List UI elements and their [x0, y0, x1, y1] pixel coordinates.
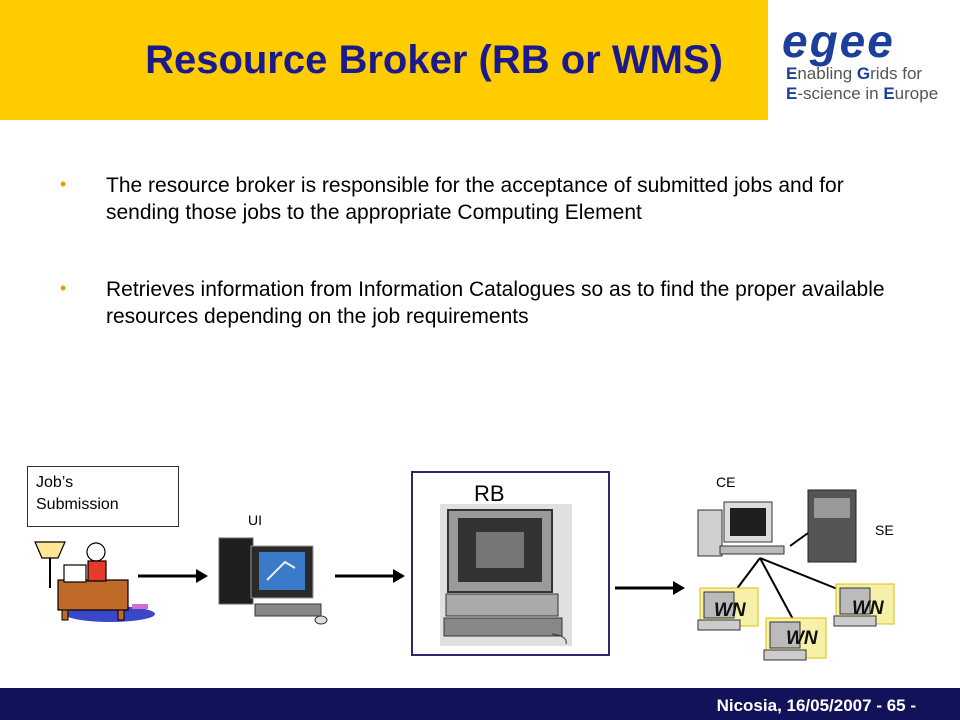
logo-word: egee	[782, 15, 895, 67]
bullet-list: • The resource broker is responsible for…	[60, 172, 910, 380]
rb-computer-icon	[440, 504, 572, 646]
ui-computer-icon	[218, 537, 328, 625]
bullet-dot-icon: •	[60, 278, 67, 298]
wn-label-2: WN	[786, 628, 818, 649]
footer-text: Nicosia, 16/05/2007 - 65 -	[716, 696, 916, 715]
rb-label: RB	[474, 481, 505, 506]
ce-label: CE	[716, 474, 736, 490]
logo-tagline-2: E-science in Europe	[786, 84, 939, 103]
arrow-2-icon	[335, 569, 405, 583]
bullet-text: The resource broker is responsible for t…	[106, 174, 844, 224]
title-band	[0, 0, 768, 120]
logo-tagline-1: Enabling Grids for	[786, 64, 923, 83]
ui-label: UI	[248, 512, 262, 528]
egee-logo: egee Enabling Grids for E-science in Eur…	[782, 18, 952, 113]
jobs-submission-line2: Submission	[36, 496, 119, 513]
slide-title: Resource Broker (RB or WMS)	[145, 38, 723, 82]
arrow-1-icon	[138, 569, 208, 583]
arrow-3-icon	[615, 581, 685, 595]
bullet-item: • The resource broker is responsible for…	[60, 172, 910, 226]
user-at-desk-icon	[34, 541, 155, 622]
jobs-submission-box: Job’s Submission	[27, 466, 179, 527]
bullet-text: Retrieves information from Information C…	[106, 278, 885, 328]
bullet-item: • Retrieves information from Information…	[60, 276, 910, 330]
wn-label-3: WN	[852, 598, 884, 619]
jobs-submission-line1: Job’s	[36, 474, 74, 491]
network-cluster-icon	[697, 489, 895, 661]
footer-bar	[0, 688, 960, 720]
se-label: SE	[875, 522, 894, 538]
wn-label-1: WN	[714, 600, 746, 621]
bullet-dot-icon: •	[60, 174, 67, 194]
